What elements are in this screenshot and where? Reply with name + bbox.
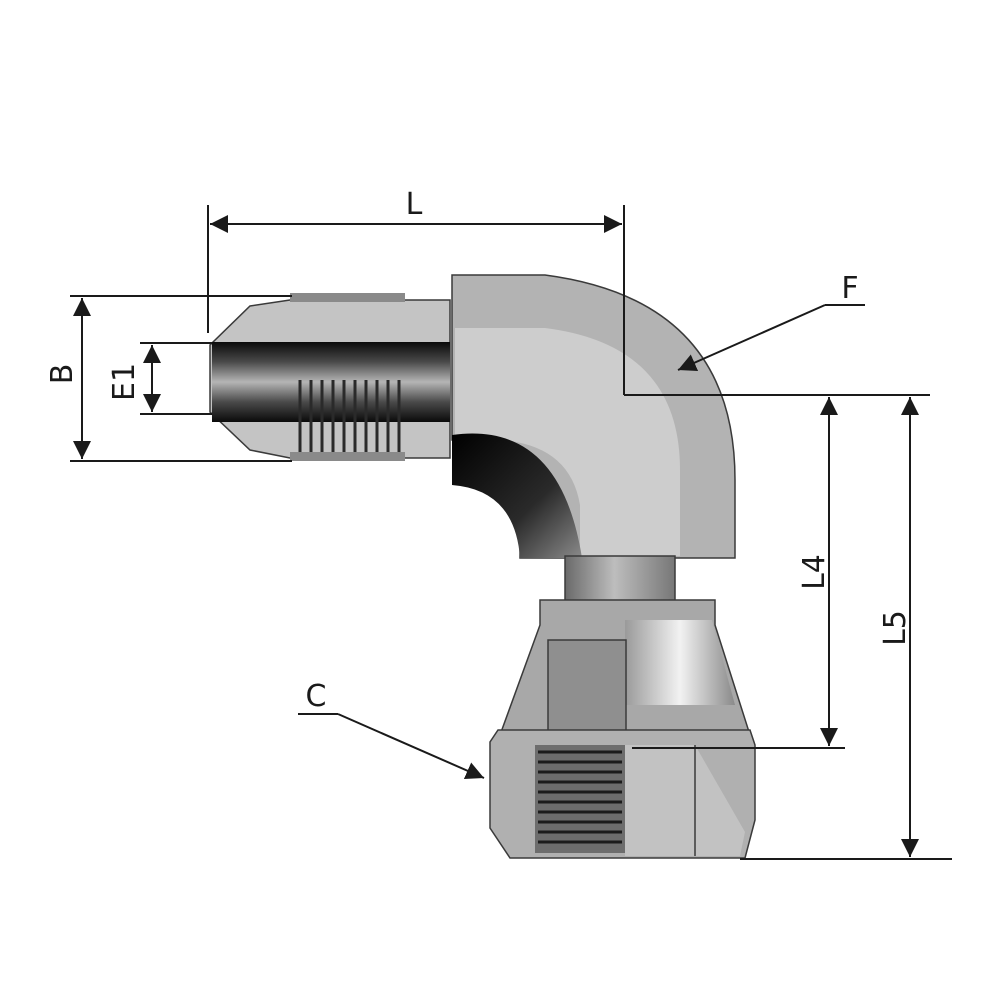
male-thread (290, 293, 405, 461)
label-L5: L5 (878, 610, 913, 646)
nose-bore (212, 342, 450, 422)
dimension-L: L (207, 187, 625, 395)
hex-nut-flat (625, 745, 745, 856)
label-L4: L4 (797, 554, 832, 590)
label-E1: E1 (107, 363, 142, 401)
dimension-L5: L5 (740, 397, 952, 860)
female-thread (538, 750, 622, 844)
fitting-body (209, 274, 756, 859)
label-F: F (841, 271, 858, 306)
male-thread-ribs (298, 380, 401, 452)
label-B: B (45, 364, 80, 385)
stem-inner (547, 639, 627, 741)
nut-collar-highlight (625, 620, 735, 705)
dimension-L4: L4 (632, 397, 845, 749)
dimension-E1: E1 (107, 342, 212, 415)
leader-C: C (298, 679, 485, 780)
dimension-B: B (45, 295, 292, 462)
label-L: L (406, 187, 423, 222)
elbow-inner-bend (452, 433, 582, 558)
label-C: C (306, 679, 327, 714)
leader-F: F (677, 271, 865, 371)
